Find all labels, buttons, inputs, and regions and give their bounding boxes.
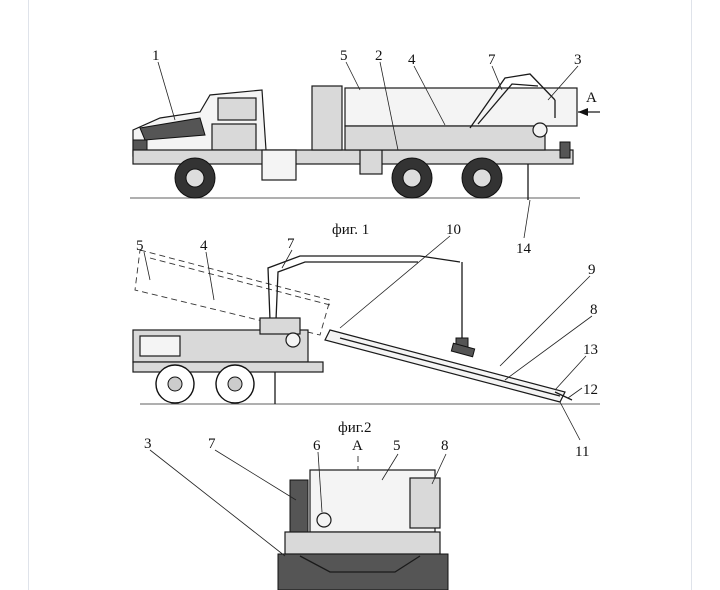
label-f2-9: 9 (588, 262, 596, 278)
ramp-rail (339, 337, 561, 397)
label-f2-11: 11 (575, 444, 589, 460)
container-raised-dashed (134, 249, 331, 336)
fuel-tank (261, 149, 297, 181)
leader-f3-6 (317, 451, 323, 513)
leader-1 (157, 61, 176, 121)
crane-arm-inner (477, 83, 539, 125)
crane-extended-inner (275, 261, 418, 321)
leader-f2-11 (559, 401, 581, 441)
container-on-ramp (450, 342, 476, 358)
leader-2 (379, 61, 399, 151)
cab-window (217, 97, 257, 121)
figure-1-caption: фиг. 1 (332, 222, 369, 238)
wheel-fig2-2 (215, 364, 255, 404)
crane-base-pivot (285, 332, 301, 348)
cargo-container (344, 87, 578, 127)
figure-1-truck: 1 5 2 4 7 3 A 14 фиг. 1 (130, 48, 600, 257)
rear-platform (284, 531, 441, 555)
rear-bumper (559, 141, 571, 159)
figure-2-unloading: 5 4 7 10 9 8 13 12 11 фиг.2 (132, 222, 600, 460)
rear-axle (299, 555, 421, 573)
label-f2-13: 13 (583, 342, 598, 358)
wheel-rear (461, 157, 503, 199)
label-f3-3: 3 (144, 436, 152, 452)
leader-3 (547, 65, 579, 101)
leader-f2-8 (504, 315, 593, 381)
leader-f3-3 (149, 449, 286, 557)
wheel-fig2-1 (155, 364, 195, 404)
label-5: 5 (340, 48, 348, 64)
label-a: A (586, 90, 597, 106)
leader-f3-5 (381, 453, 399, 481)
wheel-middle (391, 157, 433, 199)
label-f3-6: 6 (313, 438, 321, 454)
label-f2-12: 12 (583, 382, 598, 398)
leader-f2-12 (567, 387, 583, 399)
label-2: 2 (375, 48, 383, 64)
view-arrow-head (578, 108, 588, 116)
label-7: 7 (488, 52, 496, 68)
crane-extended (267, 255, 461, 321)
leader-f2-7 (281, 249, 293, 269)
leader-5 (345, 61, 361, 91)
leader-14 (523, 199, 531, 239)
label-f3-8: 8 (441, 438, 449, 454)
wheel-front (174, 157, 216, 199)
figure-3-rear-view: 3 7 6 A 5 8 (144, 436, 449, 590)
container-raised-mid (149, 257, 331, 306)
leader-f2-5 (143, 251, 151, 281)
container-platform (344, 125, 546, 151)
cab-door (211, 123, 257, 151)
label-f2-8: 8 (590, 302, 598, 318)
crane-arm (469, 73, 556, 129)
page-frame (28, 0, 692, 590)
leader-f2-10 (339, 235, 451, 329)
leader-4 (413, 65, 446, 126)
leader-f2-4 (205, 251, 215, 301)
leader-f3-7 (214, 449, 297, 501)
leader-f3-8 (431, 453, 447, 485)
label-f3-7: 7 (208, 436, 216, 452)
label-f3-a: A (352, 438, 363, 454)
ramp-end (554, 391, 573, 401)
label-3: 3 (574, 52, 582, 68)
rear-pivot (316, 512, 332, 528)
leader-f2-9 (499, 275, 591, 367)
rear-side-unit (409, 477, 441, 529)
label-4: 4 (408, 52, 416, 68)
leader-f2-13 (554, 355, 587, 391)
label-f3-5: 5 (393, 438, 401, 454)
label-f2-10: 10 (446, 222, 461, 238)
figure-2-caption: фиг.2 (338, 420, 371, 436)
rear-body-panel (139, 335, 181, 357)
crane-base (259, 317, 301, 335)
equipment-box (311, 85, 343, 151)
label-1: 1 (152, 48, 160, 64)
crane-pivot (532, 122, 548, 138)
side-box (359, 149, 383, 175)
label-f2-5: 5 (136, 238, 144, 254)
label-14: 14 (516, 241, 532, 257)
leader-7 (491, 65, 503, 91)
label-f2-4: 4 (200, 238, 208, 254)
label-f2-7: 7 (287, 236, 295, 252)
engine-hood-shade (139, 117, 206, 141)
